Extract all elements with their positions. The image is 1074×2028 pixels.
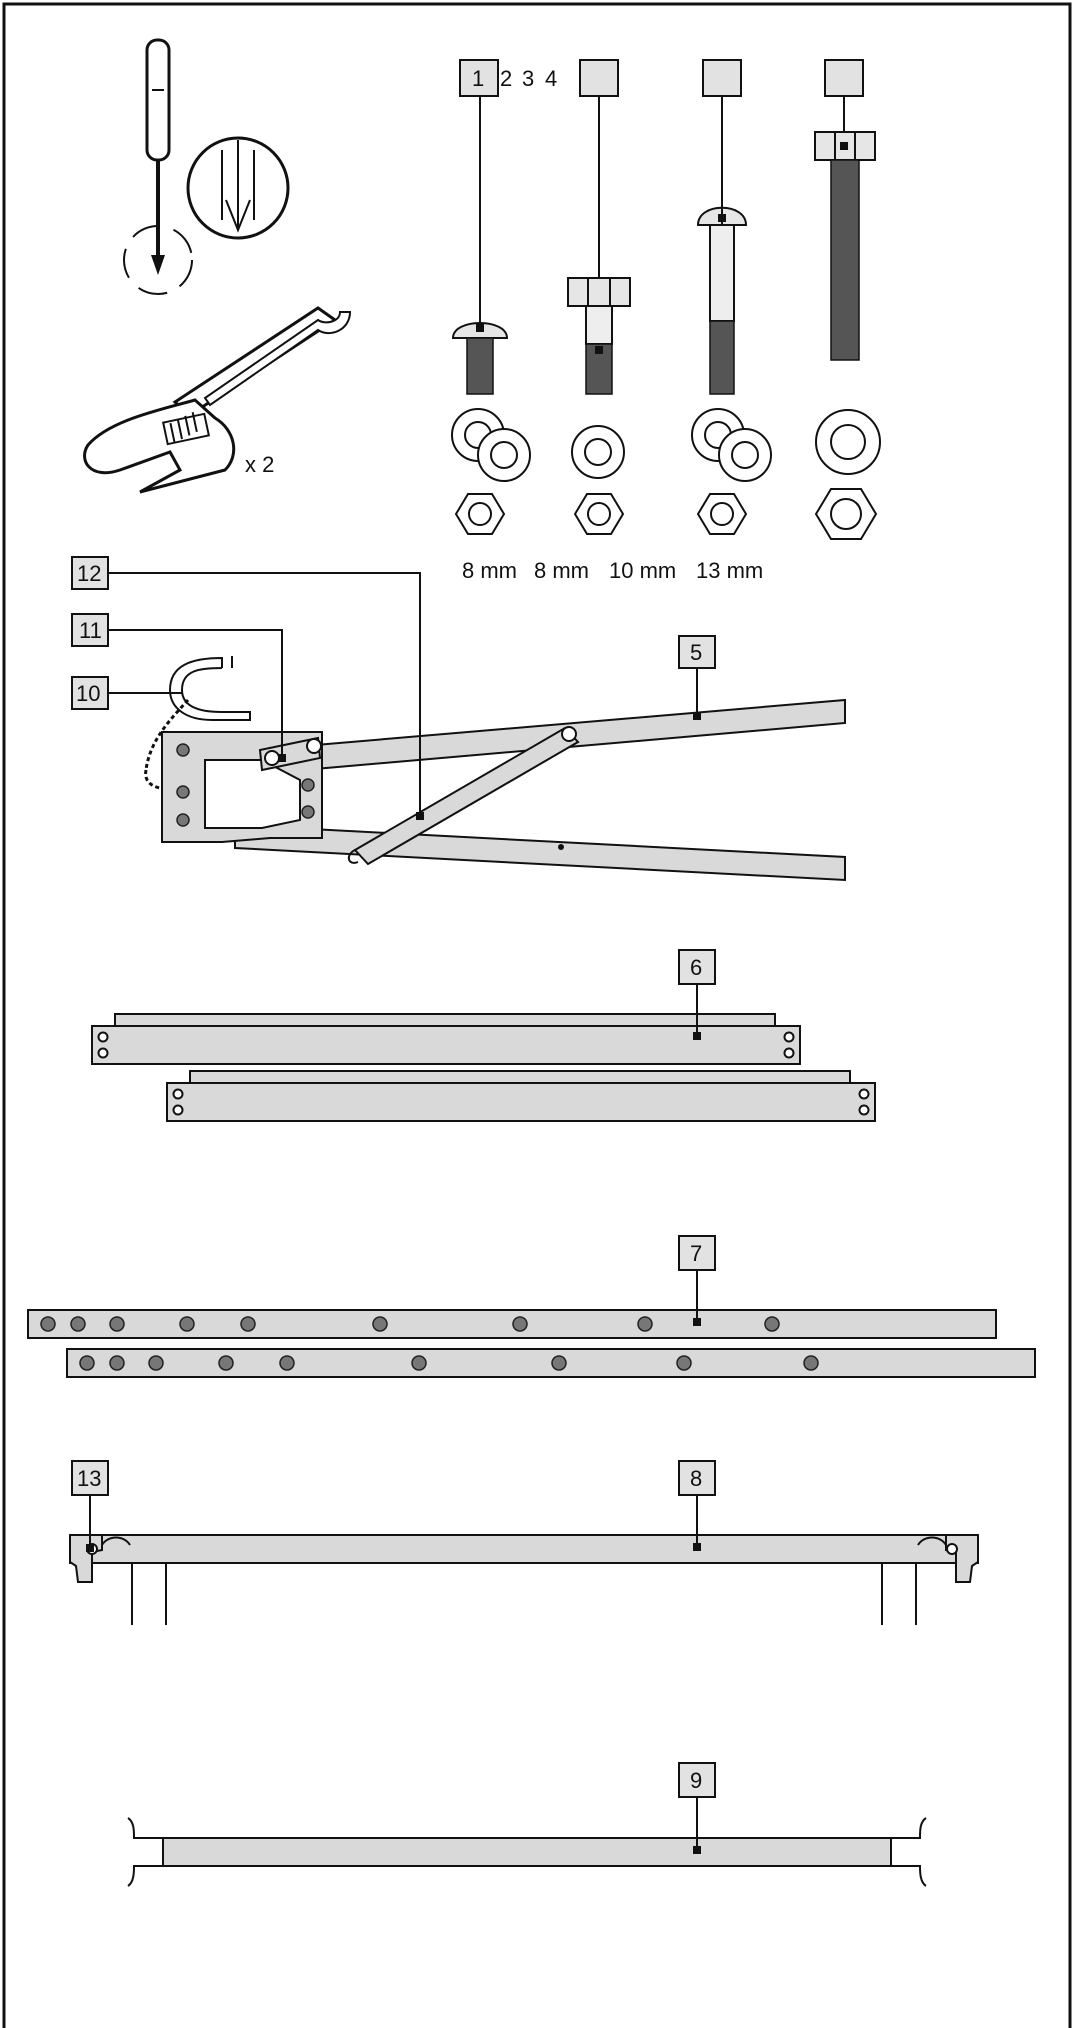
nuts — [454, 488, 878, 540]
screwdriver-icon — [123, 38, 290, 295]
hardware-box-4 — [824, 59, 864, 97]
callout-10: 10 — [71, 676, 182, 710]
bolt-1 — [451, 96, 509, 395]
part-label-7: 7 — [690, 1241, 702, 1266]
hardware-number-1: 1 — [472, 66, 484, 91]
part-label-5: 5 — [690, 640, 702, 665]
part-7-holes-top — [40, 1316, 780, 1332]
part-8-crossbar: 8 13 — [69, 1460, 979, 1625]
hardware-number-3: 3 — [522, 66, 534, 91]
adjustable-wrench-icon: x 2 — [83, 306, 352, 494]
bolt-2 — [567, 96, 631, 395]
callout-11: 11 — [71, 613, 286, 762]
hardware-labels: 1 2 3 4 — [459, 59, 864, 97]
wrench-size-4: 13 mm — [696, 558, 763, 583]
part-7-rails: 7 — [27, 1235, 1036, 1378]
part-label-13: 13 — [77, 1466, 101, 1491]
part-label-8: 8 — [690, 1466, 702, 1491]
hardware-box-2 — [579, 59, 619, 97]
folding-frame-assembly — [144, 656, 846, 882]
wrench-size-1: 8 mm — [462, 558, 517, 583]
hardware-box-1 — [459, 59, 499, 97]
part-label-11: 11 — [79, 618, 102, 643]
hardware-box-3 — [702, 59, 742, 97]
hardware-number-2: 2 — [500, 66, 512, 91]
washers — [451, 408, 881, 482]
callout-12: 12 — [71, 556, 424, 820]
hardware-number-4: 4 — [545, 66, 557, 91]
part-9-rail: 9 — [127, 1762, 927, 1887]
wrench-size-3: 10 mm — [609, 558, 676, 583]
bolt-3 — [696, 96, 748, 395]
bolt-4 — [814, 96, 876, 361]
part-label-10: 10 — [76, 681, 100, 706]
part-label-9: 9 — [690, 1768, 702, 1793]
wrench-size-2: 8 mm — [534, 558, 589, 583]
part-label-6: 6 — [690, 955, 702, 980]
wrench-quantity: x 2 — [245, 452, 274, 477]
part-6-rails: 6 — [91, 949, 876, 1122]
callout-5: 5 — [678, 635, 716, 720]
part-7-holes-bottom — [79, 1355, 819, 1371]
part-label-12: 12 — [77, 561, 101, 586]
